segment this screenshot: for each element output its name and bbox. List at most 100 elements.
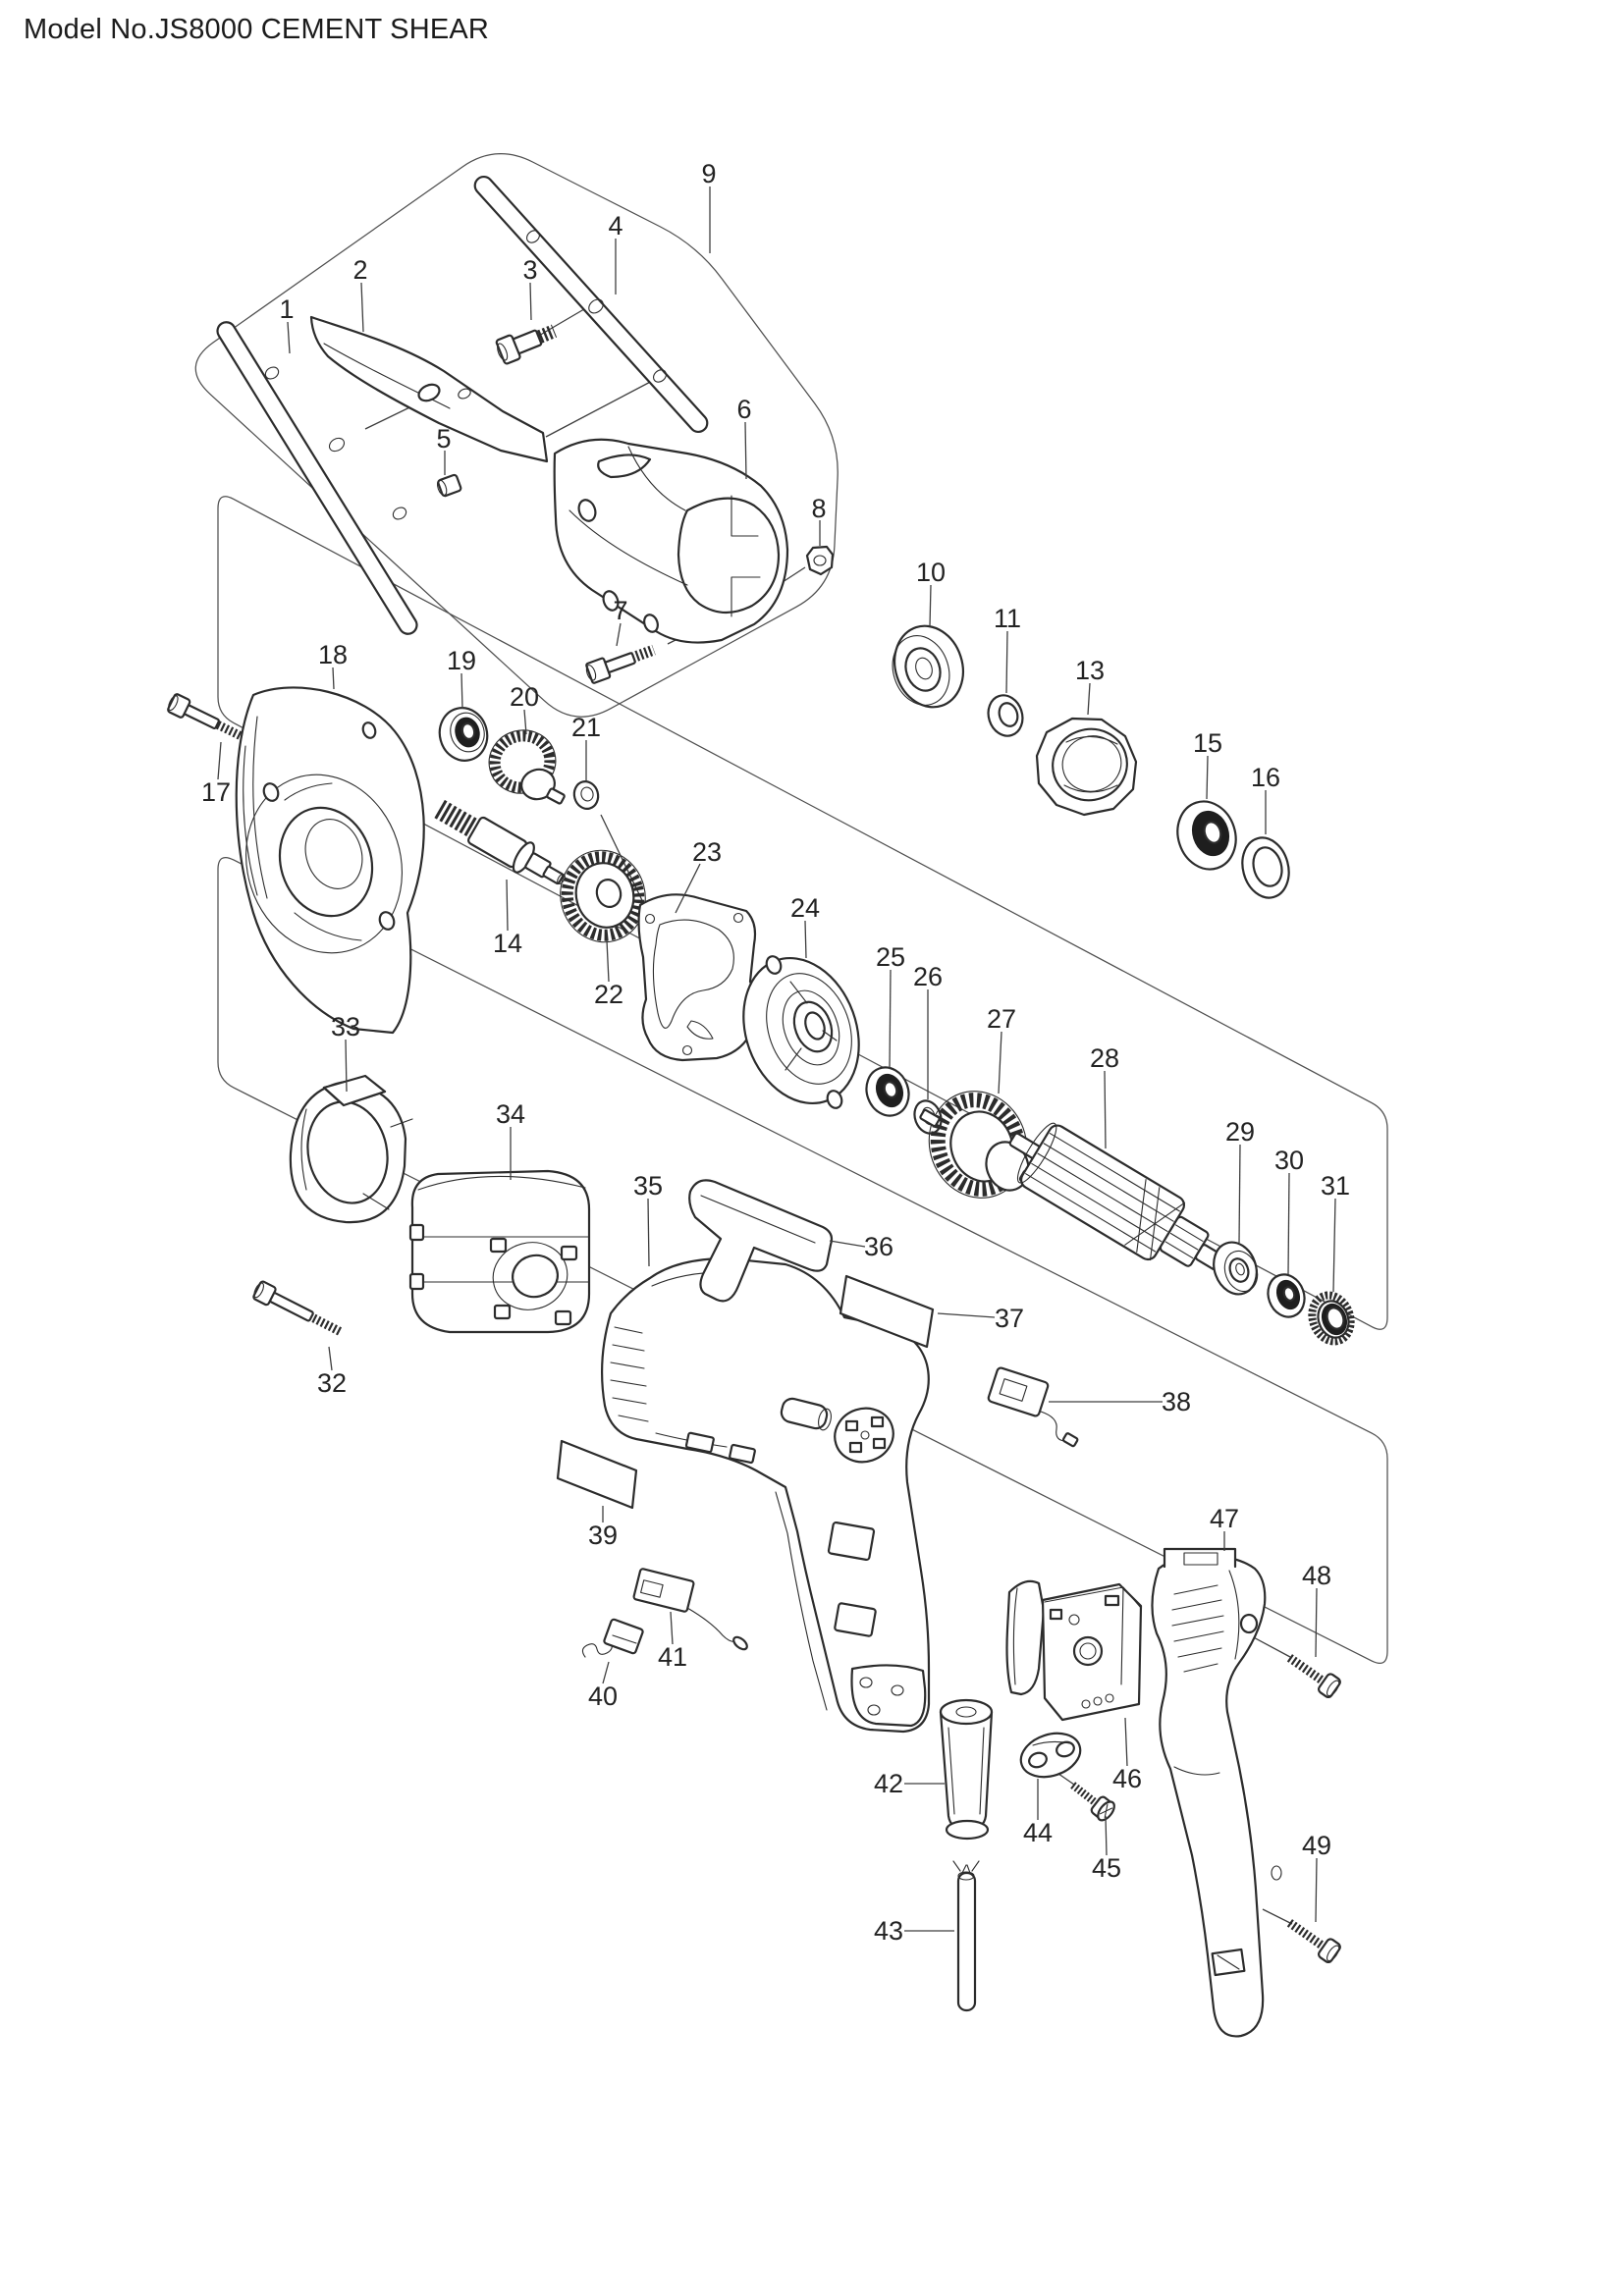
part-16-ring bbox=[1241, 836, 1290, 899]
part-label-2: 2 bbox=[352, 255, 367, 285]
part-6-shear-yoke bbox=[553, 438, 789, 644]
leader-line-19 bbox=[460, 672, 463, 710]
leader-line-13 bbox=[1087, 682, 1091, 716]
leader-line-10 bbox=[929, 584, 932, 627]
page-title: Model No.JS8000 CEMENT SHEAR bbox=[24, 14, 490, 45]
part-46-switch bbox=[1005, 1579, 1143, 1722]
part-2-center-blade bbox=[309, 315, 549, 463]
part-label-43: 43 bbox=[874, 1916, 903, 1946]
part-5-sleeve bbox=[436, 473, 462, 498]
part-label-45: 45 bbox=[1092, 1853, 1121, 1883]
part-40-carbon-brush bbox=[581, 1618, 644, 1658]
leader-line-7 bbox=[616, 622, 622, 647]
part-label-25: 25 bbox=[876, 942, 905, 972]
part-label-48: 48 bbox=[1302, 1561, 1331, 1590]
leader-line-30 bbox=[1287, 1172, 1290, 1275]
leader-line-6 bbox=[744, 421, 747, 480]
part-label-27: 27 bbox=[987, 1004, 1016, 1034]
part-label-7: 7 bbox=[613, 596, 627, 625]
part-label-29: 29 bbox=[1225, 1117, 1255, 1147]
part-19-bearing bbox=[438, 707, 489, 762]
part-34-field bbox=[408, 1169, 591, 1334]
part-21-washer bbox=[572, 780, 600, 810]
part-11-ring bbox=[987, 694, 1024, 737]
leader-line-20 bbox=[523, 709, 527, 735]
part-label-6: 6 bbox=[736, 395, 751, 424]
leader-line-46 bbox=[1124, 1717, 1128, 1767]
part-label-33: 33 bbox=[331, 1012, 360, 1041]
part-label-9: 9 bbox=[701, 159, 716, 188]
part-41-brush-holder bbox=[632, 1568, 748, 1651]
leader-line-1 bbox=[287, 321, 291, 354]
part-label-41: 41 bbox=[658, 1642, 687, 1672]
leader-line-45 bbox=[1105, 1815, 1108, 1856]
leader-line-15 bbox=[1206, 755, 1209, 800]
part-32-long-screw bbox=[252, 1280, 344, 1337]
part-label-31: 31 bbox=[1321, 1171, 1350, 1201]
leader-line-22 bbox=[606, 939, 610, 983]
part-label-18: 18 bbox=[318, 640, 348, 669]
leader-line-32 bbox=[328, 1346, 333, 1371]
part-29-fan-washer bbox=[1213, 1241, 1259, 1296]
leader-line-17 bbox=[217, 741, 222, 780]
part-13-ring-nut bbox=[1035, 717, 1138, 817]
part-39-label-sheet bbox=[556, 1439, 638, 1510]
leader-line-11 bbox=[1005, 630, 1008, 694]
part-label-17: 17 bbox=[201, 777, 231, 807]
leader-line-14 bbox=[506, 879, 509, 932]
part-44-cord-clamp bbox=[1019, 1732, 1082, 1779]
part-20-gear bbox=[488, 729, 566, 805]
part-47-handle-cover bbox=[1151, 1547, 1282, 2038]
part-25-bearing bbox=[865, 1066, 910, 1117]
part-label-5: 5 bbox=[436, 424, 451, 454]
axis-line bbox=[782, 566, 806, 583]
part-15-bearing bbox=[1176, 800, 1237, 871]
part-42-grip-cone bbox=[939, 1698, 994, 1841]
part-label-39: 39 bbox=[588, 1521, 618, 1550]
part-7-screw bbox=[585, 644, 656, 684]
part-24-bearing-box bbox=[742, 955, 860, 1109]
leader-line-35 bbox=[647, 1198, 650, 1267]
part-31-sleeve-ring bbox=[1308, 1291, 1355, 1346]
part-37-name-plate bbox=[839, 1274, 935, 1349]
part-label-42: 42 bbox=[874, 1769, 903, 1798]
axis-line bbox=[1262, 1908, 1293, 1925]
part-8-hex-nut bbox=[805, 545, 835, 576]
part-label-32: 32 bbox=[317, 1368, 347, 1398]
leader-line-31 bbox=[1332, 1198, 1336, 1293]
part-label-30: 30 bbox=[1274, 1146, 1304, 1175]
leader-line-27 bbox=[998, 1031, 1002, 1095]
part-label-19: 19 bbox=[447, 646, 476, 675]
axis-line bbox=[545, 377, 659, 438]
part-label-21: 21 bbox=[571, 713, 601, 742]
leader-line-36 bbox=[829, 1240, 866, 1248]
part-label-26: 26 bbox=[913, 962, 943, 991]
part-3-bolt bbox=[495, 324, 558, 365]
part-label-16: 16 bbox=[1251, 763, 1280, 792]
part-28-armature bbox=[1008, 1122, 1233, 1275]
part-label-15: 15 bbox=[1193, 728, 1222, 758]
part-label-44: 44 bbox=[1023, 1818, 1053, 1847]
part-label-37: 37 bbox=[995, 1304, 1024, 1333]
leader-line-49 bbox=[1315, 1857, 1318, 1923]
part-label-11: 11 bbox=[994, 604, 1021, 633]
part-48-screw bbox=[1286, 1654, 1341, 1699]
part-label-36: 36 bbox=[864, 1232, 893, 1261]
part-4-side-blade-right bbox=[473, 175, 709, 434]
leader-line-25 bbox=[889, 969, 892, 1070]
leader-line-37 bbox=[937, 1312, 996, 1318]
leader-line-18 bbox=[332, 667, 335, 690]
leader-line-33 bbox=[345, 1039, 348, 1093]
part-49-screw bbox=[1286, 1919, 1341, 1964]
part-23-gasket bbox=[637, 893, 758, 1062]
part-18-gear-housing bbox=[235, 686, 425, 1035]
part-1-side-blade-left bbox=[216, 321, 418, 635]
part-label-35: 35 bbox=[633, 1171, 663, 1201]
part-label-34: 34 bbox=[496, 1099, 525, 1129]
leader-line-23 bbox=[675, 863, 701, 914]
part-label-20: 20 bbox=[510, 682, 539, 712]
part-43-cord bbox=[952, 1860, 980, 2012]
